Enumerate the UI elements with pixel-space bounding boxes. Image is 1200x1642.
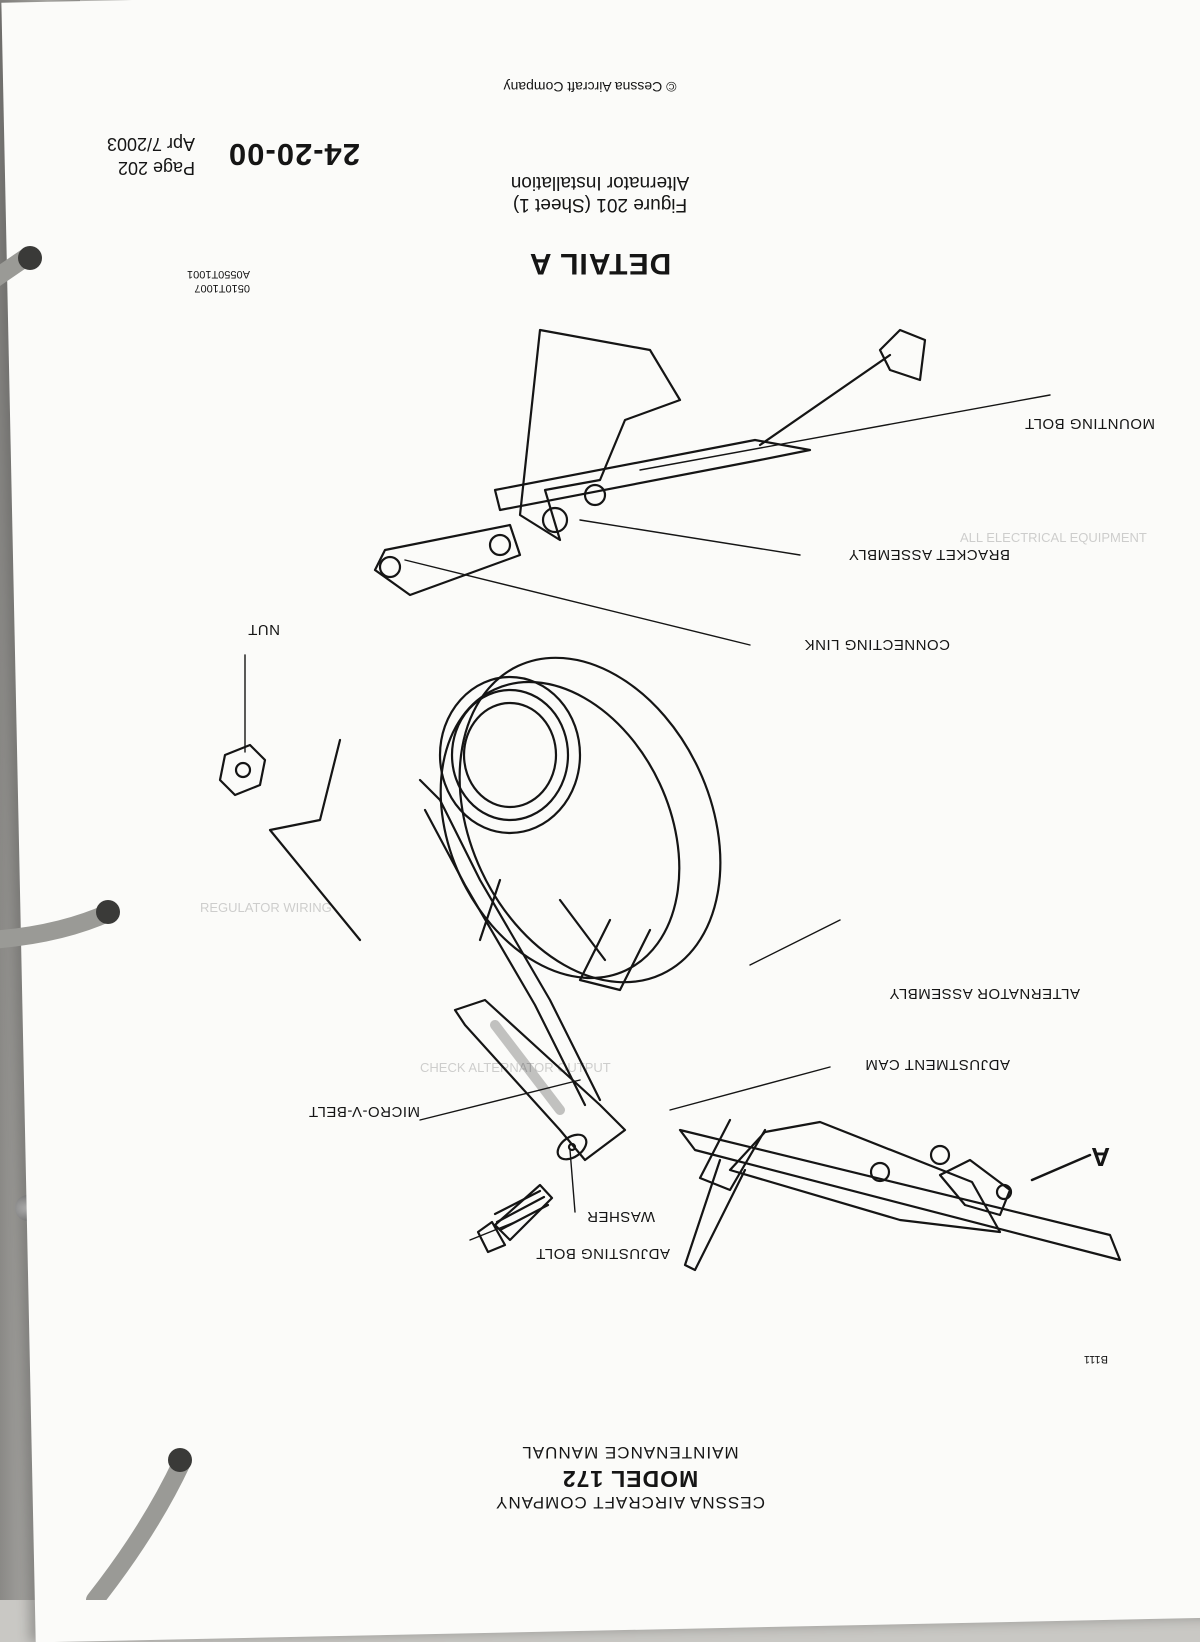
label-bracket-assembly: BRACKET ASSEMBLY bbox=[848, 546, 1010, 563]
locator-leader bbox=[1030, 1153, 1092, 1182]
aircraft-spinner bbox=[995, 1183, 1013, 1201]
label-mounting-bolt: MOUNTING BOLT bbox=[1024, 415, 1155, 432]
label-connecting-link: CONNECTING LINK bbox=[804, 636, 950, 653]
figure-number: Figure 201 (Sheet 1) bbox=[512, 194, 688, 215]
binder-ring-bottom bbox=[86, 1453, 191, 1600]
aircraft-wheel bbox=[869, 1161, 891, 1183]
label-micro-v-belt: MICRO-V-BELT bbox=[308, 1103, 420, 1120]
detail-title: DETAIL A bbox=[528, 247, 672, 280]
bleed-through-text: REGULATOR WIRING bbox=[200, 900, 332, 915]
leader-adjustment-cam bbox=[669, 1066, 831, 1111]
binder-rings bbox=[0, 246, 192, 1600]
connecting-link-drawing bbox=[373, 523, 522, 597]
binder-hole bbox=[18, 246, 42, 270]
label-washer: WASHER bbox=[586, 1208, 655, 1225]
aircraft-fuselage bbox=[728, 1120, 1002, 1234]
bracket-assembly-drawing bbox=[518, 328, 682, 542]
aircraft-wing bbox=[678, 1128, 1122, 1262]
adjustment-cam-drawing bbox=[453, 998, 627, 1162]
label-nut: NUT bbox=[247, 621, 280, 638]
revision-date: Apr 7/2003 bbox=[106, 134, 195, 154]
figure-title: Alternator Installation bbox=[510, 172, 690, 193]
aircraft-tail bbox=[698, 1118, 767, 1192]
chapter-page-number: 24-20-00 bbox=[227, 137, 360, 172]
alternator-drawing bbox=[268, 656, 722, 992]
leader-washer bbox=[569, 1149, 576, 1213]
aircraft-wheel bbox=[929, 1144, 951, 1166]
mounting-bolt-drawing bbox=[493, 328, 927, 512]
micro-v-belt-drawing bbox=[418, 778, 602, 1107]
binder-hole bbox=[96, 900, 120, 924]
label-adjusting-bolt: ADJUSTING BOLT bbox=[535, 1245, 670, 1262]
leader-alternator-assembly bbox=[749, 919, 841, 966]
aircraft-locator bbox=[678, 1118, 1122, 1272]
binder-hole bbox=[168, 1448, 192, 1472]
leader-connecting-link bbox=[404, 559, 751, 646]
bleed-through-text: ALL ELECTRICAL EQUIPMENT bbox=[960, 530, 1147, 545]
leader-bracket-assembly bbox=[579, 519, 801, 556]
copyright-notice: © Cessna Aircraft Company bbox=[503, 79, 677, 95]
rotated-manual-sheet: CESSNA AIRCRAFT COMPANY MODEL 172 MAINTE… bbox=[106, 79, 1155, 1512]
adjusting-bolt-drawing bbox=[476, 1183, 554, 1254]
leader-adjusting-bolt bbox=[469, 1219, 521, 1241]
locator-callout-letter: A bbox=[1091, 1142, 1110, 1172]
page-label: Page 202 bbox=[117, 158, 195, 178]
technical-drawing bbox=[218, 328, 1122, 1272]
leader-mounting-bolt bbox=[639, 394, 1051, 471]
aircraft-cowl bbox=[938, 1158, 1012, 1217]
aircraft-stabilizer bbox=[683, 1158, 747, 1272]
adjustment-cam-slot bbox=[490, 1020, 565, 1115]
label-adjustment-cam: ADJUSTMENT CAM bbox=[864, 1056, 1010, 1073]
nut-drawing bbox=[218, 743, 267, 797]
leader-micro-v-belt bbox=[419, 1079, 581, 1121]
label-alternator-assembly: ALTERNATOR ASSEMBLY bbox=[889, 985, 1080, 1002]
